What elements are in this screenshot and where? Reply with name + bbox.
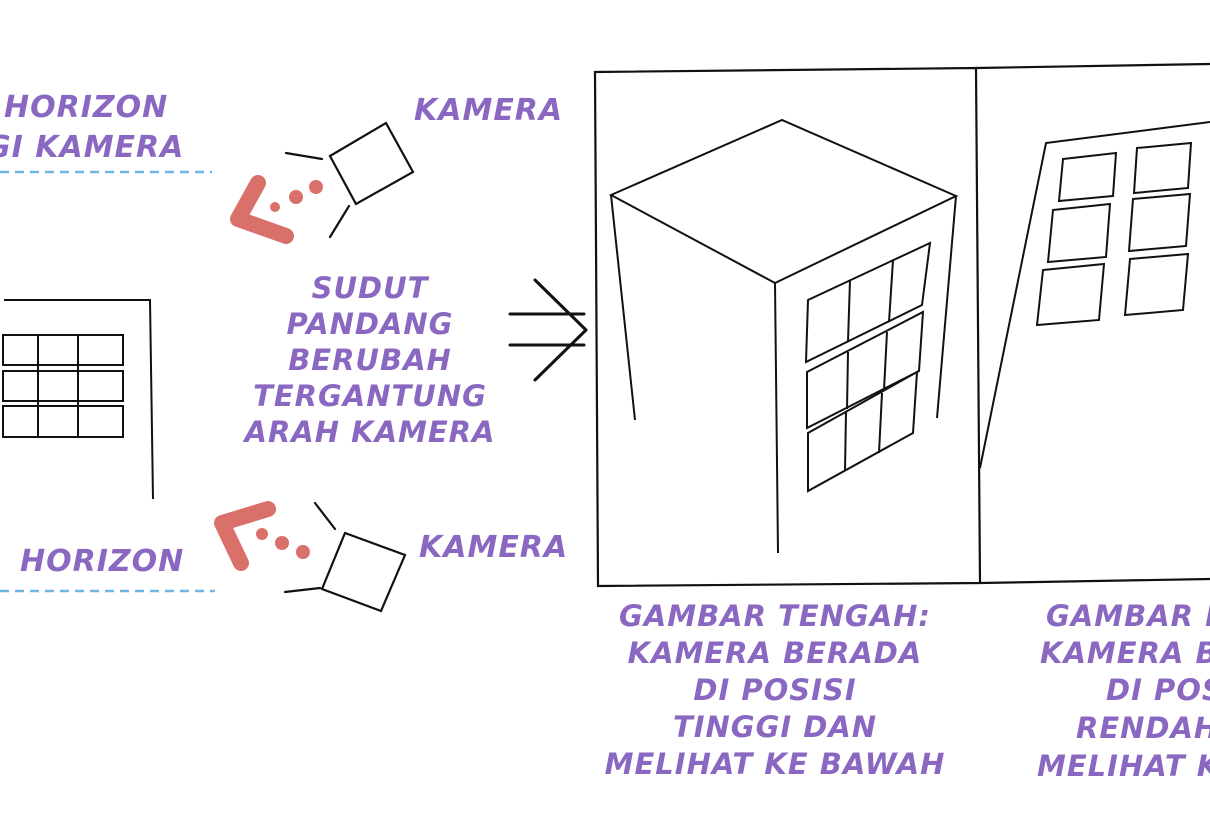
camera-top-icon <box>284 121 415 239</box>
caption-middle-line: TINGGI DAN <box>672 710 878 744</box>
center-note-line: TERGANTUNG <box>253 379 487 413</box>
right-panel <box>975 62 1210 585</box>
bottom-horizon-label: HORIZON <box>20 544 185 579</box>
caption-right-line: DI POS <box>1106 673 1210 707</box>
arrow-top-icon <box>230 175 323 244</box>
left-building <box>2 299 154 500</box>
center-note-line: BERUBAH <box>288 343 452 377</box>
camera-top-label: KAMERA <box>414 93 564 128</box>
center-note: SUDUT PANDANG BERUBAH TERGANTUNG ARAH KA… <box>240 274 500 447</box>
right-building <box>979 121 1210 469</box>
caption-middle-line: MELIHAT KE BAWAH <box>604 747 946 781</box>
caption-middle-line: DI POSISI <box>693 673 857 707</box>
top-horizon-label-line1: HORIZON <box>4 90 169 125</box>
camera-bottom-label: KAMERA <box>419 530 569 565</box>
caption-middle: GAMBAR TENGAH: KAMERA BERADA DI POSISI T… <box>605 602 945 779</box>
caption-right-line: RENDAH <box>1076 711 1210 745</box>
caption-middle-line: KAMERA BERADA <box>627 636 923 670</box>
caption-right-line: GAMBAR K <box>1046 599 1210 633</box>
center-note-line: SUDUT <box>311 271 429 305</box>
caption-middle-line: GAMBAR TENGAH: <box>618 599 932 633</box>
caption-right-line: KAMERA B <box>1040 636 1210 670</box>
center-note-line: PANDANG <box>286 307 454 341</box>
transition-arrow-icon <box>508 278 588 382</box>
center-note-line: ARAH KAMERA <box>244 415 496 449</box>
caption-right-line: MELIHAT K <box>1037 749 1210 783</box>
middle-building <box>608 118 959 554</box>
top-horizon-label-line2: GI KAMERA <box>0 130 185 165</box>
arrow-bottom-icon <box>214 501 310 571</box>
camera-bottom-icon <box>283 501 407 613</box>
